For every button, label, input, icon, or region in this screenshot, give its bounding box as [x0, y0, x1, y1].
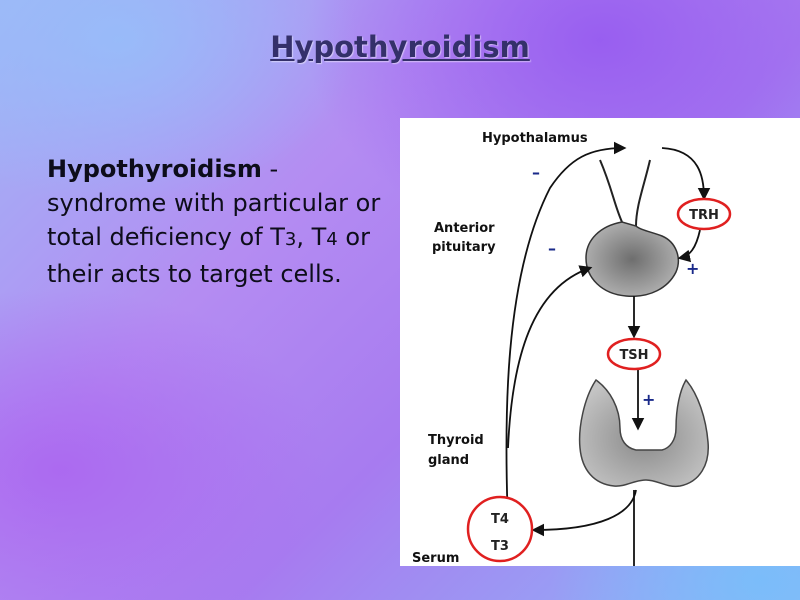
anterior-pituitary-shape [585, 221, 680, 297]
t4-label: T4 [491, 512, 509, 527]
anterior-pituitary-label-2: pituitary [432, 240, 496, 255]
minus-sign-pituitary: – [548, 239, 556, 258]
definition-body-2: , T [296, 223, 327, 251]
thyroid-gland-shape [578, 378, 709, 488]
plus-sign-tsh: + [642, 390, 655, 409]
serum-label: Serum [412, 551, 459, 566]
minus-sign-hypothalamus: – [532, 163, 540, 182]
t3-subscript: 3 [284, 229, 297, 250]
hypothalamus-to-trh-arrow [661, 147, 711, 201]
thyroid-gland-label-1: Thyroid [428, 433, 484, 448]
definition-separator: - [261, 155, 279, 183]
thyroid-to-serum-arrow [531, 489, 637, 537]
tsh-label: TSH [619, 348, 648, 363]
tsh-ring [606, 337, 662, 371]
thyroid-axis-diagram: Hypothalamus Anterior pituitary Thyroid … [400, 118, 800, 566]
t3-label: T3 [491, 539, 509, 554]
definition-text: Hypothyroidism - syndrome with particula… [47, 152, 387, 291]
t4-subscript: 4 [326, 229, 338, 250]
t4-t3-ring [466, 495, 534, 563]
pituitary-stalk [599, 159, 651, 227]
definition-term: Hypothyroidism [47, 155, 262, 183]
definition-body: syndrome with particular or total defici… [47, 189, 381, 251]
diagram-svg: Hypothalamus Anterior pituitary Thyroid … [412, 131, 732, 566]
plus-sign-trh: + [686, 259, 699, 278]
trh-ring [676, 197, 732, 231]
hypothalamus-label: Hypothalamus [482, 131, 588, 146]
slide-title: Hypothyroidism [270, 30, 530, 64]
trh-to-pituitary-arrow [677, 229, 701, 263]
thyroid-gland-label-2: gland [428, 453, 469, 468]
definition-body-3: or their acts to target cells. [47, 223, 370, 288]
feedback-arrow-hypothalamus [505, 141, 627, 525]
trh-label: TRH [689, 208, 719, 223]
feedback-arrow-pituitary [507, 265, 593, 449]
anterior-pituitary-label-1: Anterior [434, 221, 495, 236]
